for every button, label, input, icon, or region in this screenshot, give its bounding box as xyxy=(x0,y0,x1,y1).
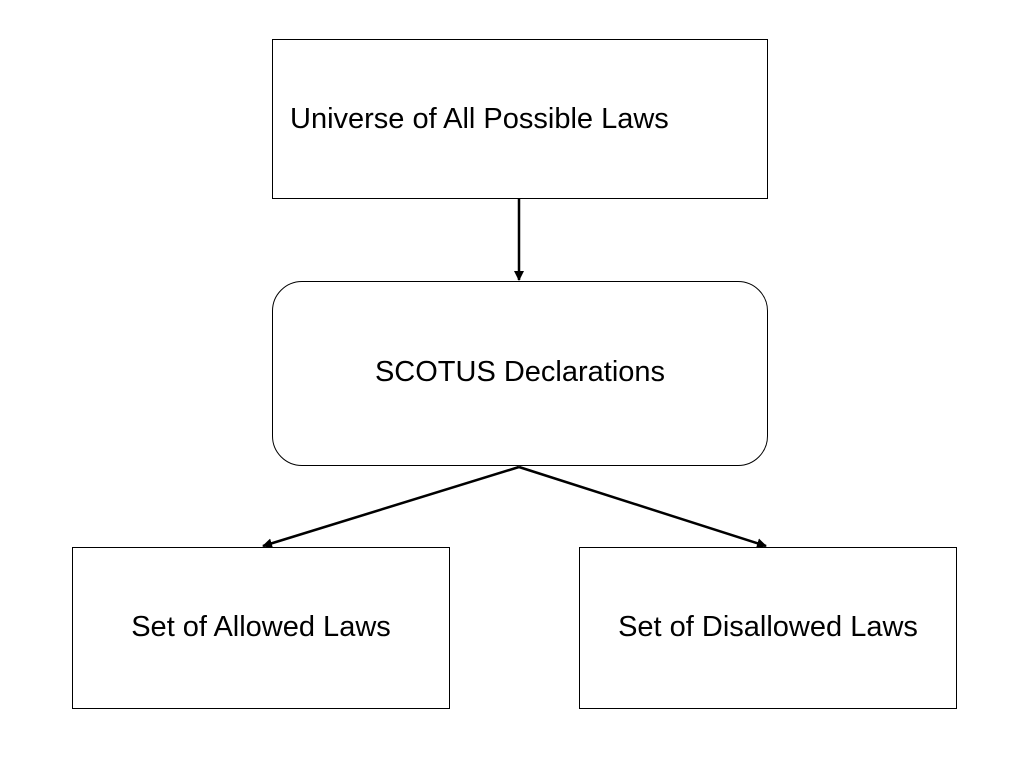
node-universe-of-all-possible-laws: Universe of All Possible Laws xyxy=(272,39,768,199)
node-scotus-label: SCOTUS Declarations xyxy=(374,356,666,389)
node-allowed-label: Set of Allowed Laws xyxy=(131,610,391,643)
node-disallowed-label: Set of Disallowed Laws xyxy=(618,610,918,643)
arrow-scotus-to-disallowed xyxy=(518,465,767,549)
arrow-scotus-to-allowed xyxy=(262,465,520,549)
node-set-of-allowed-laws: Set of Allowed Laws xyxy=(72,547,450,709)
node-scotus-declarations: SCOTUS Declarations xyxy=(272,281,768,466)
node-set-of-disallowed-laws: Set of Disallowed Laws xyxy=(579,547,957,709)
node-universe-label: Universe of All Possible Laws xyxy=(290,102,669,135)
